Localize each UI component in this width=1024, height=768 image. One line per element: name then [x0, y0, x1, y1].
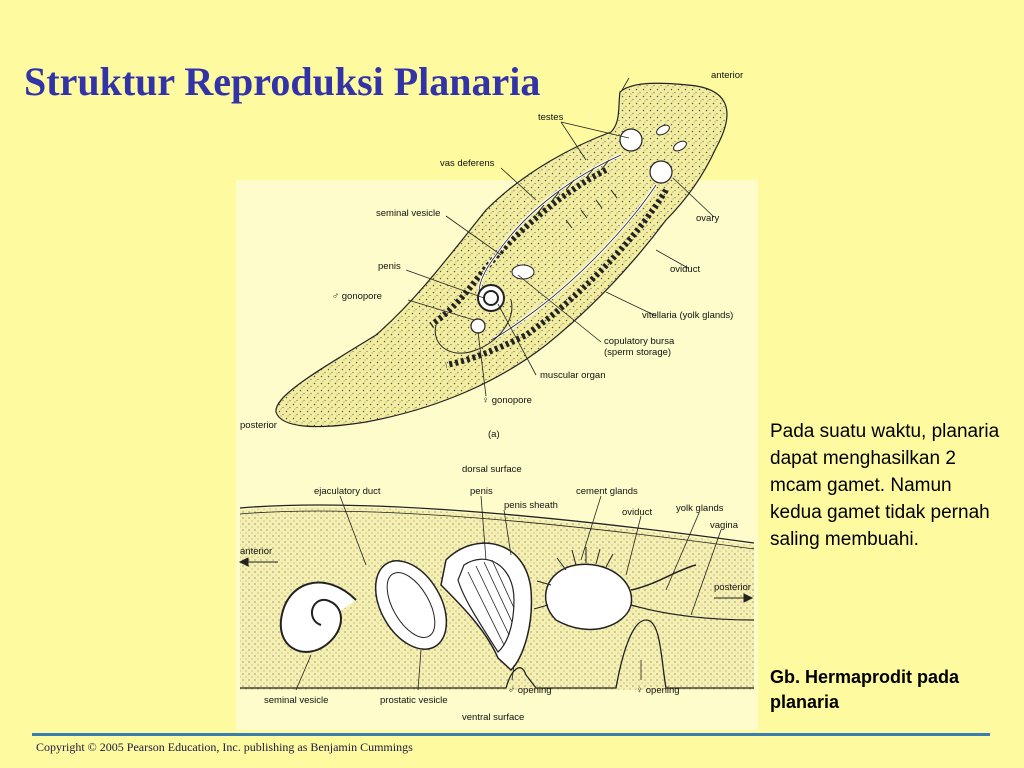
- label-cement-glands: cement glands: [576, 486, 638, 497]
- labels-b-text: dorsal surface ejaculatory duct penis pe…: [240, 464, 751, 723]
- label-muscular-organ: muscular organ: [540, 370, 605, 381]
- penis-organ: [457, 558, 515, 653]
- slide-title: Struktur Reproduksi Planaria: [24, 59, 541, 104]
- vagina-line: [630, 604, 755, 621]
- copulatory-bursa-organ: [470, 318, 486, 334]
- labels-b: [295, 495, 722, 691]
- label-anterior-b: anterior: [240, 546, 272, 557]
- label-penis-sheath: penis sheath: [504, 500, 558, 511]
- labels-a-text: anterior testes vas deferens seminal ves…: [240, 70, 743, 440]
- labels-b-arrows: [238, 557, 754, 603]
- label-penis-b: penis: [470, 486, 493, 497]
- figure-caption: Gb. Hermaprodit pada planaria: [770, 667, 960, 712]
- oviduct-outline: [490, 184, 657, 341]
- footer-divider: [32, 733, 990, 736]
- prostatic-vesicle: [374, 560, 448, 650]
- label-ejaculatory-duct: ejaculatory duct: [314, 486, 381, 497]
- label-posterior-b: posterior: [714, 582, 751, 593]
- planaria-body: [275, 82, 728, 428]
- prostatic-vesicle-inner: [386, 572, 436, 638]
- label-vagina: vagina: [710, 520, 739, 531]
- label-copulatory-bursa: copulatory bursa: [604, 336, 675, 347]
- label-vas-deferens: vas deferens: [440, 158, 495, 169]
- section-diagram-b: [239, 504, 755, 690]
- label-seminal-vesicle-b: seminal vesicle: [264, 695, 328, 706]
- dorsal-surface-line-inner: [239, 510, 755, 550]
- label-penis-a: penis: [378, 261, 401, 272]
- ovary-1: [619, 128, 643, 152]
- eyespot-right: [673, 140, 687, 152]
- label-ovary: ovary: [696, 213, 719, 224]
- labels-a: [405, 77, 715, 397]
- label-ventral-surface: ventral surface: [462, 712, 524, 723]
- planaria-reproduction-figure: anterior testes vas deferens seminal ves…: [236, 70, 758, 730]
- ovary-2: [649, 160, 673, 184]
- label-oviduct-b: oviduct: [622, 507, 652, 518]
- ventral-surface-line: [240, 619, 754, 689]
- seminal-vesicle-coil: [279, 581, 357, 653]
- label-yolk-glands: yolk glands: [676, 503, 724, 514]
- vitellaria-lower: [445, 188, 669, 368]
- eyespot-left: [656, 124, 670, 136]
- label-sperm-storage: (sperm storage): [604, 347, 671, 358]
- seminal-vesicle-organ: [511, 264, 535, 280]
- label-oviduct-a: oviduct: [670, 264, 700, 275]
- testes-branches: [535, 159, 618, 229]
- label-posterior-a: posterior: [240, 420, 277, 431]
- penis-sheath-organ: [440, 542, 533, 672]
- label-dorsal-surface: dorsal surface: [462, 464, 522, 475]
- label-testes: testes: [538, 112, 564, 123]
- description-text: Pada suatu waktu, planaria dapat menghas…: [770, 421, 1000, 550]
- label-anterior-a: anterior: [711, 70, 743, 81]
- label-female-opening: ♀ opening: [636, 685, 680, 696]
- penis-striations: [467, 559, 515, 646]
- worm-diagram-a: [275, 82, 728, 428]
- label-diagram-a: (a): [488, 429, 500, 440]
- oviduct-b-line: [630, 564, 697, 591]
- penis-bulb: [477, 284, 505, 312]
- label-vitellaria: vitellaria (yolk glands): [642, 310, 733, 321]
- muscular-organ-outline: [434, 299, 513, 354]
- label-female-gonopore: ♀ gonopore: [482, 395, 532, 406]
- cement-gland-rays: [533, 547, 614, 610]
- dorsal-surface-line: [239, 504, 755, 544]
- label-prostatic-vesicle: prostatic vesicle: [380, 695, 448, 706]
- female-atrium: [545, 563, 633, 631]
- label-male-gonopore: ♂ gonopore: [332, 291, 382, 302]
- vas-deferens-outline: [478, 154, 622, 301]
- label-seminal-vesicle-a: seminal vesicle: [376, 208, 440, 219]
- label-male-opening: ♂ opening: [508, 685, 552, 696]
- copyright-text: Copyright © 2005 Pearson Education, Inc.…: [36, 740, 413, 754]
